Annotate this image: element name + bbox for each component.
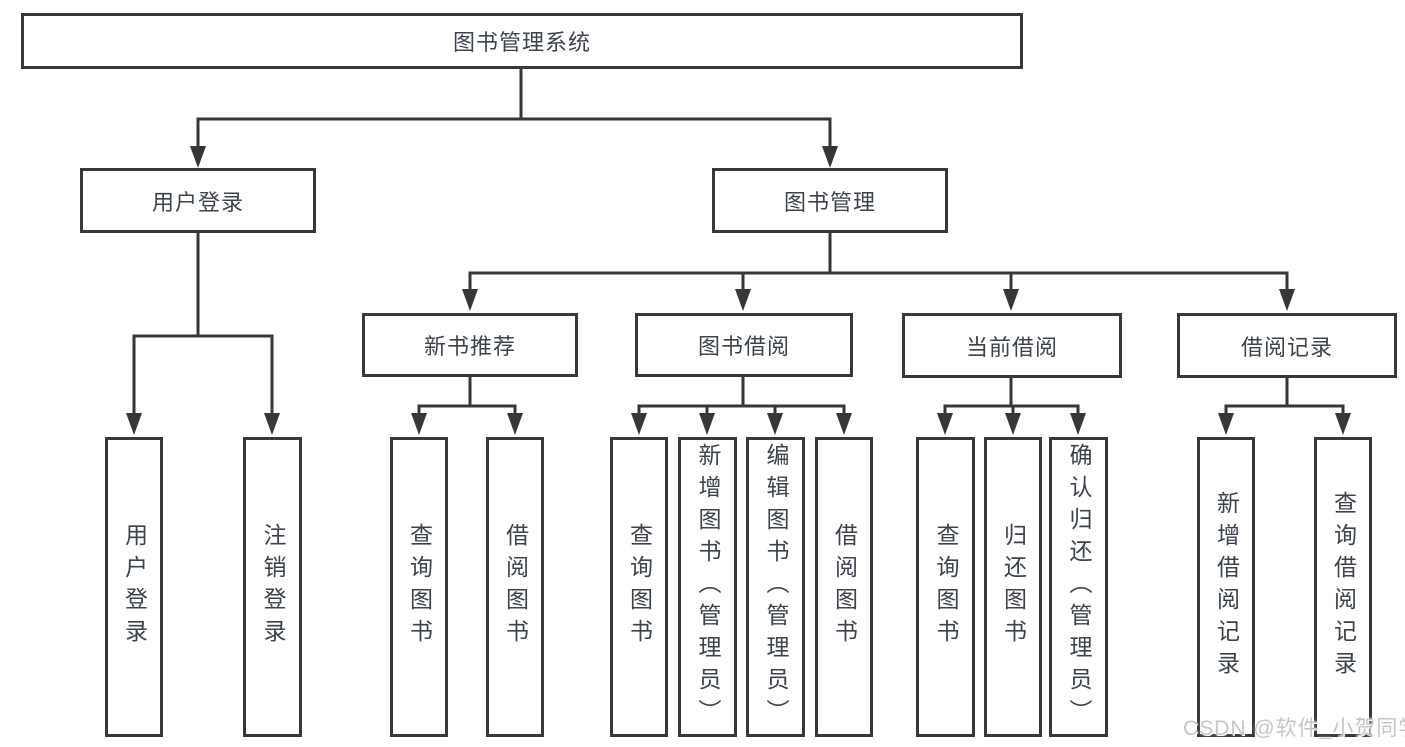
arrow-down-icon — [1218, 413, 1234, 435]
arrow-down-icon — [190, 146, 206, 168]
leaf-borrow-add-admin: 新增图书（管理员） — [678, 437, 737, 737]
arrow-down-icon — [507, 413, 523, 435]
watermark: CSDN @软件_小贺同学 — [1183, 717, 1405, 740]
connector-newbooks-to-leaves — [417, 375, 517, 419]
arrow-down-icon — [822, 146, 838, 168]
arrow-down-icon — [462, 289, 478, 311]
leaf-current-return-label: 归还图书 — [1000, 523, 1027, 651]
connector-root-to-level2 — [196, 67, 832, 152]
leaf-current-return: 归还图书 — [984, 437, 1042, 737]
arrow-down-icon — [631, 413, 647, 435]
leaf-user-login: 用户登录 — [105, 437, 163, 737]
node-book-mgmt: 图书管理 — [712, 168, 948, 233]
connector-login-to-leaves — [132, 231, 274, 419]
leaf-current-query: 查询图书 — [916, 437, 975, 737]
leaf-records-query: 查询借阅记录 — [1314, 437, 1372, 737]
arrow-down-icon — [411, 413, 427, 435]
arrow-down-icon — [264, 413, 280, 435]
leaf-logout-label: 注销登录 — [260, 523, 286, 651]
connector-bookborrow-to-leaves — [637, 375, 846, 419]
node-new-books-label: 新书推荐 — [423, 334, 516, 359]
arrow-down-icon — [735, 289, 751, 311]
leaf-borrow-query-label: 查询图书 — [626, 523, 653, 651]
leaf-newbooks-borrow: 借阅图书 — [486, 437, 544, 737]
arrow-down-icon — [767, 413, 783, 435]
arrow-down-icon — [836, 413, 852, 435]
node-current-borrow-label: 当前借阅 — [965, 334, 1058, 360]
arrow-down-icon — [1279, 289, 1295, 311]
leaf-current-confirm-admin: 确认归还（管理员） — [1049, 437, 1108, 737]
leaf-newbooks-query-label: 查询图书 — [406, 523, 433, 651]
node-root-label: 图书管理系统 — [452, 30, 591, 55]
leaf-borrow-book-label: 借阅图书 — [831, 523, 858, 651]
leaf-newbooks-query: 查询图书 — [390, 437, 448, 737]
arrow-down-icon — [699, 413, 715, 435]
leaf-current-query-label: 查询图书 — [933, 523, 959, 651]
node-book-borrow: 图书借阅 — [635, 313, 853, 377]
leaf-records-query-label: 查询借阅记录 — [1330, 491, 1357, 683]
connector-records-to-leaves — [1224, 375, 1345, 419]
leaf-borrow-add-admin-label: 新增图书（管理员） — [695, 443, 721, 731]
arrow-down-icon — [1005, 413, 1021, 435]
leaf-records-add: 新增借阅记录 — [1197, 437, 1255, 737]
arrow-down-icon — [126, 413, 142, 435]
node-book-mgmt-label: 图书管理 — [783, 189, 876, 215]
leaf-borrow-book: 借阅图书 — [815, 437, 873, 737]
node-borrow-records-label: 借阅记录 — [1240, 334, 1333, 360]
node-user-login-label: 用户登录 — [151, 189, 244, 215]
connector-mgmt-to-level3 — [468, 230, 1289, 295]
node-current-borrow: 当前借阅 — [902, 313, 1122, 378]
connector-currentborrow-to-leaves — [943, 375, 1080, 419]
node-user-login: 用户登录 — [80, 168, 316, 233]
leaf-borrow-query: 查询图书 — [610, 437, 668, 737]
leaf-borrow-edit-admin: 编辑图书（管理员） — [746, 437, 805, 737]
arrowheads — [126, 146, 1351, 435]
node-root: 图书管理系统 — [21, 13, 1023, 69]
arrow-down-icon — [1003, 289, 1019, 311]
leaf-logout: 注销登录 — [243, 437, 302, 737]
arrow-down-icon — [937, 413, 953, 435]
leaf-records-add-label: 新增借阅记录 — [1213, 491, 1240, 683]
leaf-current-confirm-admin-label: 确认归还（管理员） — [1066, 443, 1092, 731]
node-new-books: 新书推荐 — [362, 313, 578, 377]
leaf-borrow-edit-admin-label: 编辑图书（管理员） — [763, 443, 789, 731]
leaf-newbooks-borrow-label: 借阅图书 — [502, 523, 529, 651]
arrow-down-icon — [1070, 413, 1086, 435]
node-book-borrow-label: 图书借阅 — [697, 334, 790, 359]
arrow-down-icon — [1335, 413, 1351, 435]
leaf-user-login-label: 用户登录 — [121, 523, 148, 651]
node-borrow-records: 借阅记录 — [1177, 313, 1397, 378]
